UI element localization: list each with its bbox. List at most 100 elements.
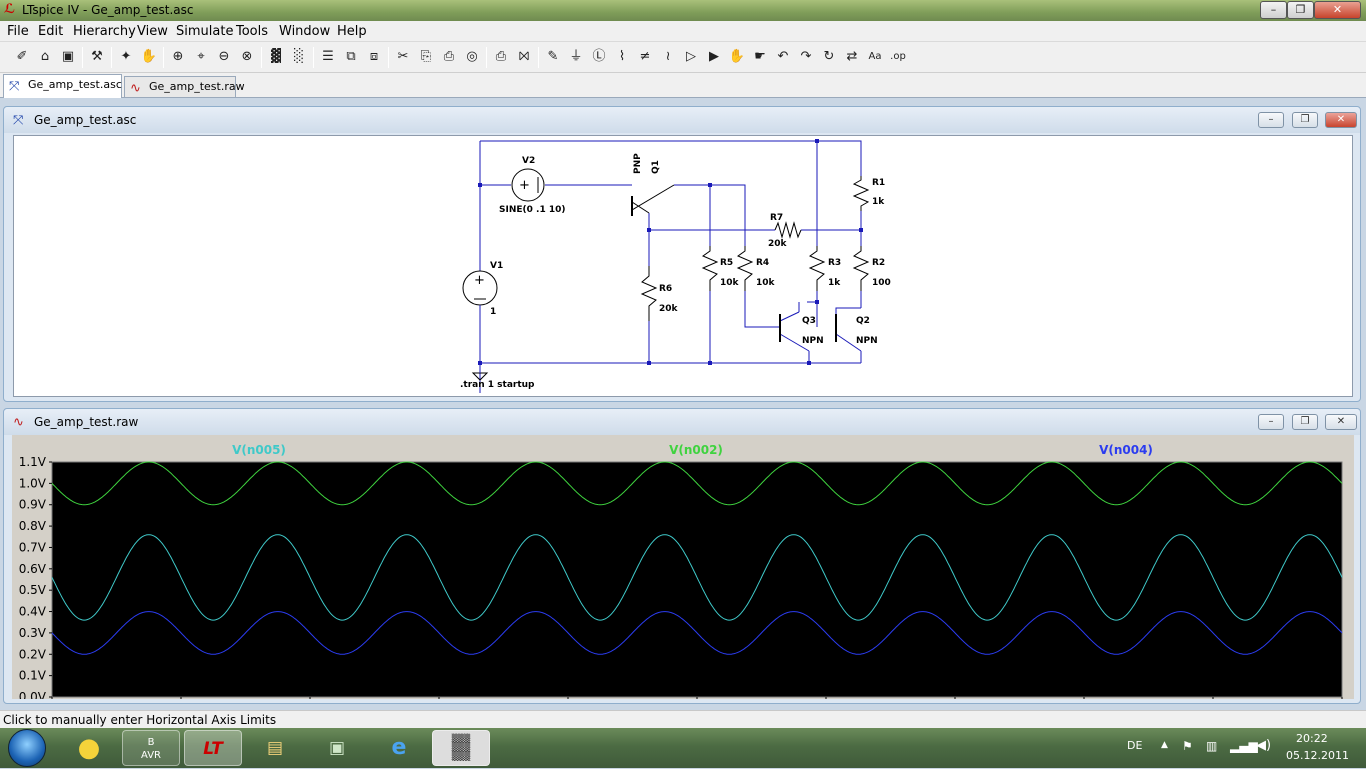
- clock-time[interactable]: 20:22: [1296, 732, 1328, 745]
- ltspice-task-icon[interactable]: LT: [184, 730, 242, 766]
- copy-icon[interactable]: ⎘: [420, 49, 432, 64]
- menu-tools[interactable]: Tools: [236, 24, 269, 39]
- redo-icon[interactable]: ↷: [800, 49, 812, 64]
- y-tick-label: 0.6V: [19, 562, 47, 576]
- terminal-icon[interactable]: ▣: [328, 738, 346, 758]
- r6-value: 20k: [659, 304, 679, 314]
- label-net-icon[interactable]: Ⓛ: [592, 49, 606, 64]
- resistor-icon[interactable]: ⌇: [618, 49, 626, 64]
- schematic-canvas[interactable]: + +: [13, 135, 1353, 397]
- waveform-restore-button[interactable]: ❐: [1292, 414, 1318, 430]
- menu-simulate[interactable]: Simulate: [176, 24, 234, 39]
- zoom-in-icon[interactable]: ⊕: [172, 49, 184, 64]
- legend-vn002: V(n002): [669, 443, 723, 457]
- open-icon[interactable]: ⌂: [40, 49, 50, 64]
- move-icon[interactable]: ✋: [728, 49, 746, 64]
- system-tray: DE ▲ ⚑ ▥ ▂▄▆ ◀) 20:22 05.12.2011: [1106, 728, 1366, 768]
- undo-icon[interactable]: ↶: [777, 49, 789, 64]
- waveform-close-button[interactable]: ✕: [1325, 414, 1357, 430]
- schematic-close-button[interactable]: ✕: [1325, 112, 1357, 128]
- y-tick-label: 0.0V: [19, 690, 47, 699]
- show-hidden-icons-icon[interactable]: ▲: [1161, 740, 1168, 750]
- menu-hierarchy[interactable]: Hierarchy: [73, 24, 136, 39]
- minimize-button[interactable]: –: [1260, 1, 1287, 19]
- schematic-window-title: Ge_amp_test.asc: [34, 113, 137, 127]
- menu-window[interactable]: Window: [279, 24, 331, 39]
- y-tick-label: 0.5V: [19, 583, 47, 597]
- tile-horizontal-icon[interactable]: ☰: [322, 49, 334, 64]
- series-vn005: [51, 534, 1343, 621]
- diode-icon[interactable]: ▷: [686, 49, 696, 64]
- explorer-icon[interactable]: ▤: [266, 738, 284, 758]
- r3-value: 1k: [828, 278, 841, 288]
- network-icon[interactable]: ▂▄▆: [1230, 739, 1258, 753]
- text-icon[interactable]: Aa: [868, 51, 882, 62]
- volume-icon[interactable]: ◀): [1256, 738, 1272, 753]
- menu-view[interactable]: View: [137, 24, 168, 39]
- internet-explorer-icon[interactable]: e: [391, 735, 407, 760]
- close-button[interactable]: ✕: [1314, 1, 1361, 19]
- control-panel-icon[interactable]: ⚒: [91, 49, 103, 64]
- tab-ge-amp-test-asc[interactable]: ⤧ Ge_amp_test.asc: [3, 74, 122, 98]
- waveform-chart[interactable]: 0.0V0.1V0.2V0.3V0.4V0.5V0.6V0.7V0.8V0.9V…: [12, 435, 1354, 699]
- legend-vn005: V(n005): [232, 443, 286, 457]
- autorange-icon[interactable]: ▓: [271, 49, 281, 64]
- halt-icon[interactable]: ✋: [140, 49, 158, 64]
- language-indicator[interactable]: DE: [1127, 739, 1143, 752]
- tab-ge-amp-test-raw[interactable]: ∿ Ge_amp_test.raw: [124, 76, 245, 97]
- schematic-restore-button[interactable]: ❐: [1292, 112, 1318, 128]
- draw-wire-icon[interactable]: ✎: [547, 49, 559, 64]
- zoom-out-icon[interactable]: ⊖: [218, 49, 230, 64]
- save-icon[interactable]: ▣: [61, 49, 75, 64]
- menu-help[interactable]: Help: [337, 24, 367, 39]
- tran-directive: .tran 1 startup: [460, 380, 535, 390]
- cut-icon[interactable]: ✂: [397, 49, 409, 64]
- mirror-icon[interactable]: ⇄: [846, 49, 858, 64]
- flag-icon[interactable]: ⚑: [1182, 739, 1193, 753]
- q2-model: NPN: [856, 336, 878, 346]
- delete-trace-icon[interactable]: ░: [294, 49, 304, 64]
- cascade-icon[interactable]: ⧉: [346, 49, 356, 64]
- spice-directive-icon[interactable]: .op: [890, 51, 906, 62]
- zoom-fit-icon[interactable]: ⊗: [241, 49, 253, 64]
- run-icon[interactable]: ✦: [120, 49, 132, 64]
- tab-label: Ge_amp_test.raw: [149, 80, 245, 93]
- find-icon[interactable]: ◎: [466, 49, 478, 64]
- devices-icon[interactable]: ▥: [1206, 739, 1218, 753]
- menu-edit[interactable]: Edit: [38, 24, 64, 39]
- q1-name: Q1: [651, 160, 661, 174]
- close-window-icon[interactable]: ⧈: [369, 49, 379, 64]
- pan-icon[interactable]: ⌖: [197, 49, 205, 64]
- waveform-minimize-button[interactable]: –: [1258, 414, 1284, 430]
- print-icon[interactable]: ⨝: [518, 49, 530, 64]
- coin-app-icon[interactable]: ●: [77, 733, 101, 763]
- series-vn002: [51, 461, 1343, 506]
- inductor-icon[interactable]: ≀: [665, 49, 671, 64]
- capacitor-icon[interactable]: ≠: [639, 49, 651, 64]
- menu-bar: File Edit Hierarchy View Simulate Tools …: [0, 21, 1366, 42]
- menu-file[interactable]: File: [7, 24, 29, 39]
- component-icon[interactable]: ▶: [709, 49, 719, 64]
- schematic-window: ⤧ Ge_amp_test.asc – ❐ ✕: [3, 106, 1361, 402]
- y-tick-label: 0.2V: [19, 647, 47, 661]
- new-schematic-icon[interactable]: ✐: [16, 49, 28, 64]
- plus-icon: +: [519, 178, 530, 193]
- basic-app-icon[interactable]: ▒▒▒▒▒▒▒▒▒: [432, 730, 490, 766]
- drag-icon[interactable]: ☛: [754, 49, 766, 64]
- paste-icon[interactable]: ⎙: [443, 49, 455, 64]
- print-setup-icon[interactable]: ⎙: [495, 49, 507, 64]
- schematic-minimize-button[interactable]: –: [1258, 112, 1284, 128]
- r7-name: R7: [770, 213, 783, 223]
- y-tick-label: 0.4V: [19, 605, 47, 619]
- clock-date[interactable]: 05.12.2011: [1286, 749, 1349, 762]
- rotate-icon[interactable]: ↻: [823, 49, 835, 64]
- restore-button[interactable]: ❐: [1287, 1, 1314, 19]
- document-tabs: ⤧ Ge_amp_test.asc ∿ Ge_amp_test.raw: [0, 73, 1366, 98]
- start-button[interactable]: [8, 729, 46, 767]
- ground-icon[interactable]: ⏚: [569, 49, 583, 64]
- r4-value: 10k: [756, 278, 776, 288]
